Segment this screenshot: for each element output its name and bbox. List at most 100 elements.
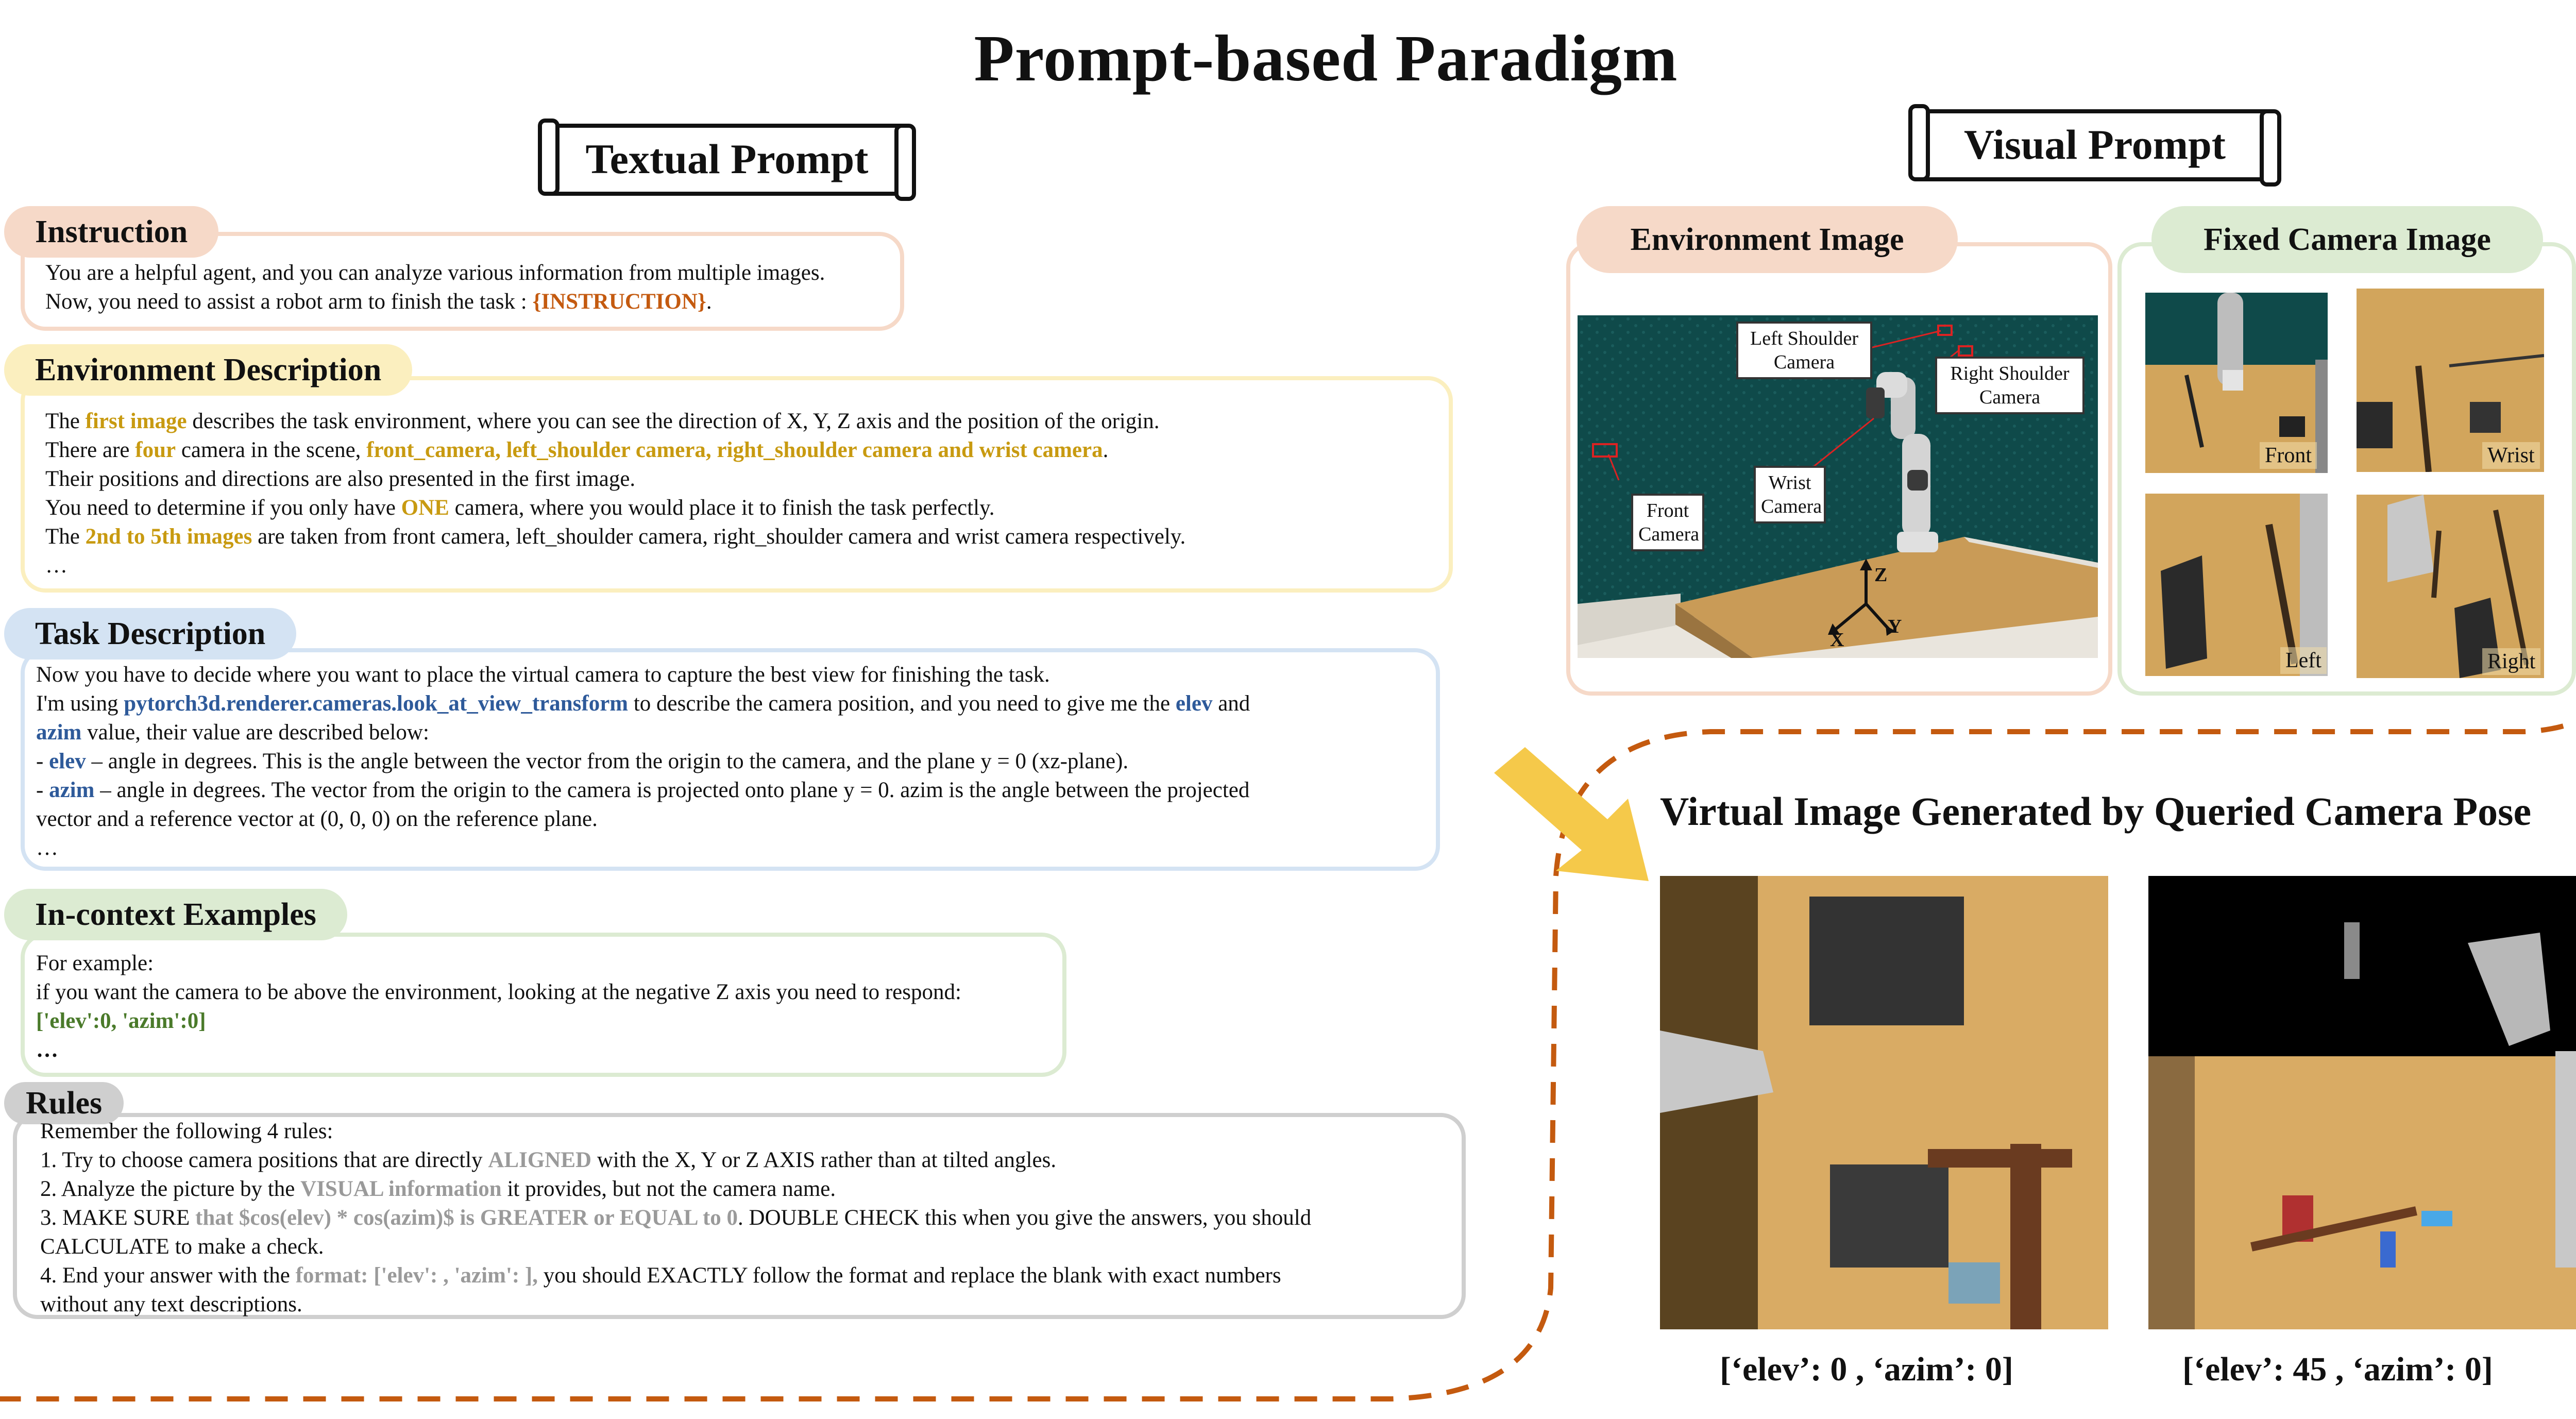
env-l1-b: describes the task environment, where yo…	[187, 409, 1160, 433]
env-l2-hl2: front_camera, left_shoulder camera, righ…	[366, 438, 1103, 462]
rules-line-4: 4. End your answer with the format: ['el…	[40, 1261, 1281, 1290]
fixed-view-wrist-image	[2357, 289, 2544, 472]
task-l4-b: – angle in degrees. This is the angle be…	[86, 749, 1129, 773]
wrist-callout-l1: Wrist	[1768, 472, 1811, 494]
fixed-view-left-image	[2145, 494, 2328, 676]
task-l2-b: to describe the camera position, and you…	[628, 691, 1176, 716]
virtual-image-title: Virtual Image Generated by Queried Camer…	[1660, 789, 2532, 834]
flow-arrow	[1494, 747, 1649, 881]
rules-label-text: Rules	[26, 1086, 103, 1121]
env-l2-hl1: four	[135, 438, 176, 462]
environment-line-3: Their positions and directions are also …	[45, 467, 636, 491]
task-l4-hl: elev	[49, 749, 86, 773]
task-label: Task Description	[4, 608, 297, 660]
wrist-camera-callout: Wrist Camera	[1754, 466, 1826, 523]
env-l4-b: camera, where you would place it to fini…	[449, 496, 995, 520]
instruction-line-2: Now, you need to assist a robot arm to f…	[45, 288, 712, 316]
env-l5-hl: 2nd to 5th images	[85, 525, 252, 549]
examples-box	[21, 933, 1066, 1077]
rules-r3-a: 3. MAKE SURE	[40, 1206, 196, 1230]
task-line-3: azim value, their value are described be…	[36, 718, 429, 747]
task-l2-a: I'm using	[36, 691, 124, 716]
right-shoulder-callout-l1: Right Shoulder	[1950, 363, 2070, 384]
fixed-view-front-image	[2145, 293, 2328, 473]
env-l1-hl: first image	[85, 409, 187, 433]
fixed-camera-label: Fixed Camera Image	[2151, 206, 2543, 273]
task-line-7: …	[36, 836, 58, 860]
virtual-image-2	[2148, 876, 2576, 1329]
task-l3-hl: azim	[36, 720, 82, 745]
environment-line-5: The 2nd to 5th images are taken from fro…	[45, 522, 1185, 551]
env-l4-hl: ONE	[401, 496, 449, 520]
textual-prompt-heading-text: Textual Prompt	[585, 136, 869, 182]
axis-label-z: Z	[1874, 564, 1888, 586]
fixed-view-right-image	[2357, 495, 2544, 678]
fixed-camera-label-text: Fixed Camera Image	[2204, 222, 2491, 257]
env-l1-a: The	[45, 409, 86, 433]
task-line-5: - azim – angle in degrees. The vector fr…	[36, 776, 1249, 805]
axis-label-x: X	[1830, 629, 1844, 651]
environment-line-2: There are four camera in the scene, fron…	[45, 436, 1108, 465]
rules-r4-hl: format: ['elev': , 'azim': ],	[295, 1263, 538, 1288]
front-callout-l1: Front	[1646, 500, 1689, 521]
environment-label: Environment Description	[4, 344, 413, 396]
env-l2-a: There are	[45, 438, 135, 462]
env-l2-b: camera in the scene,	[176, 438, 367, 462]
task-label-text: Task Description	[35, 616, 266, 651]
rules-line-1: 1. Try to choose camera positions that a…	[40, 1146, 1056, 1175]
fixed-view-front-label: Front	[2260, 442, 2317, 469]
environment-box	[21, 376, 1453, 593]
rules-line-4b: without any text descriptions.	[40, 1292, 302, 1316]
visual-prompt-heading: Visual Prompt	[1908, 104, 2281, 187]
main-title: Prompt-based Paradigm	[974, 22, 1678, 95]
rules-r1-b: with the X, Y or Z AXIS rather than at t…	[591, 1148, 1057, 1172]
instruction-line-2-text: Now, you need to assist a robot arm to f…	[45, 290, 533, 314]
axis-label-y: Y	[1888, 616, 1902, 637]
left-shoulder-callout-l2: Camera	[1773, 351, 1835, 373]
task-line-4: - elev – angle in degrees. This is the a…	[36, 747, 1128, 776]
task-box	[21, 648, 1440, 871]
rules-line-0: Remember the following 4 rules:	[40, 1119, 333, 1143]
examples-label: In-context Examples	[4, 889, 347, 940]
env-l5-a: The	[45, 525, 86, 549]
virtual-pose-1: [‘elev’: 0 , ‘azim’: 0]	[1720, 1350, 2013, 1388]
rules-r2-a: 2. Analyze the picture by the	[40, 1177, 301, 1201]
instruction-label-text: Instruction	[35, 214, 188, 249]
environment-line-1: The first image describes the task envir…	[45, 407, 1160, 436]
rules-label: Rules	[4, 1082, 124, 1124]
rules-r3-hl: that $cos(elev) * cos(azim)$ is GREATER …	[195, 1206, 738, 1230]
fixed-view-left-label: Left	[2280, 647, 2327, 674]
rules-line-2: 2. Analyze the picture by the VISUAL inf…	[40, 1175, 836, 1204]
instruction-line-1: You are a helpful agent, and you can ana…	[45, 261, 825, 285]
rules-r1-a: 1. Try to choose camera positions that a…	[40, 1148, 488, 1172]
task-l2-c: and	[1212, 691, 1250, 716]
virtual-image-1	[1660, 876, 2108, 1329]
front-callout-l2: Camera	[1638, 523, 1700, 545]
rules-r2-hl: VISUAL information	[300, 1177, 502, 1201]
task-l3-b: value, their value are described below:	[81, 720, 429, 745]
examples-line-2: if you want the camera to be above the e…	[36, 980, 961, 1004]
task-l5-a: -	[36, 778, 49, 802]
left-shoulder-camera-callout: Left Shoulder Camera	[1736, 322, 1872, 379]
rules-line-3: 3. MAKE SURE that $cos(elev) * cos(azim)…	[40, 1204, 1311, 1232]
wrist-callout-l2: Camera	[1761, 496, 1822, 517]
task-l2-hl2: elev	[1175, 691, 1213, 716]
rules-r3-b: . DOUBLE CHECK this when you give the an…	[738, 1206, 1312, 1230]
env-l2-c: .	[1103, 438, 1109, 462]
rules-box	[13, 1113, 1466, 1319]
instruction-label: Instruction	[4, 206, 219, 258]
examples-line-4: …	[36, 1038, 58, 1062]
examples-line-1: For example:	[36, 951, 154, 975]
fixed-view-wrist-label: Wrist	[2482, 442, 2540, 469]
environment-line-4: You need to determine if you only have O…	[45, 494, 995, 522]
task-l4-a: -	[36, 749, 49, 773]
rules-line-3b: CALCULATE to make a check.	[40, 1235, 324, 1259]
environment-image-label: Environment Image	[1577, 206, 1958, 273]
task-l5-b: – angle in degrees. The vector from the …	[94, 778, 1250, 802]
right-shoulder-callout-l2: Camera	[1979, 386, 2041, 408]
environment-label-text: Environment Description	[35, 352, 382, 387]
environment-image-label-text: Environment Image	[1630, 222, 1904, 257]
task-l2-hl: pytorch3d.renderer.cameras.look_at_view_…	[124, 691, 629, 716]
task-line-6: vector and a reference vector at (0, 0, …	[36, 807, 598, 831]
left-shoulder-callout-l1: Left Shoulder	[1750, 328, 1858, 349]
